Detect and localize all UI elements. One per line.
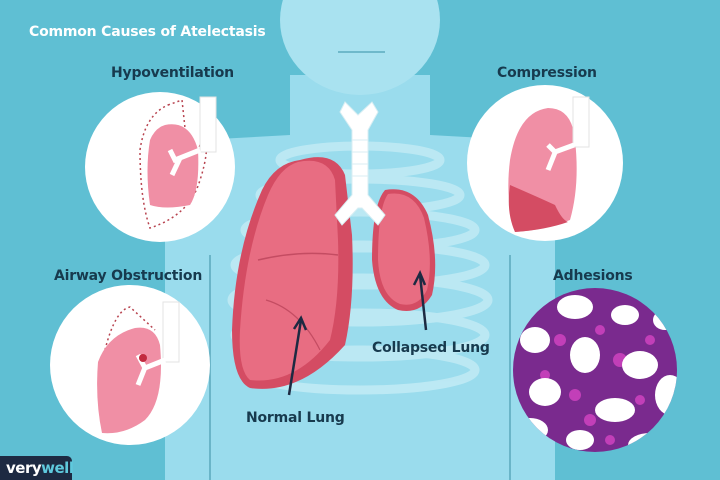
brand-suffix: well <box>41 459 74 477</box>
normal-lung <box>232 157 353 389</box>
label-normal-lung: Normal Lung <box>246 410 345 426</box>
brand-prefix: very <box>6 459 42 477</box>
infographic-title: Common Causes of Atelectasis <box>29 24 266 40</box>
arrows <box>287 269 428 396</box>
label-compression: Compression <box>497 65 597 81</box>
label-airway-obstruction: Airway Obstruction <box>54 268 203 284</box>
airway-obstruction-illustration <box>50 285 210 445</box>
trachea <box>334 101 386 226</box>
hypoventilation-illustration <box>85 92 235 242</box>
compression-illustration <box>467 85 623 241</box>
label-collapsed-lung: Collapsed Lung <box>372 340 490 356</box>
verywell-logo: verywell <box>0 456 74 480</box>
label-hypoventilation: Hypoventilation <box>111 65 234 81</box>
label-adhesions: Adhesions <box>553 268 633 284</box>
